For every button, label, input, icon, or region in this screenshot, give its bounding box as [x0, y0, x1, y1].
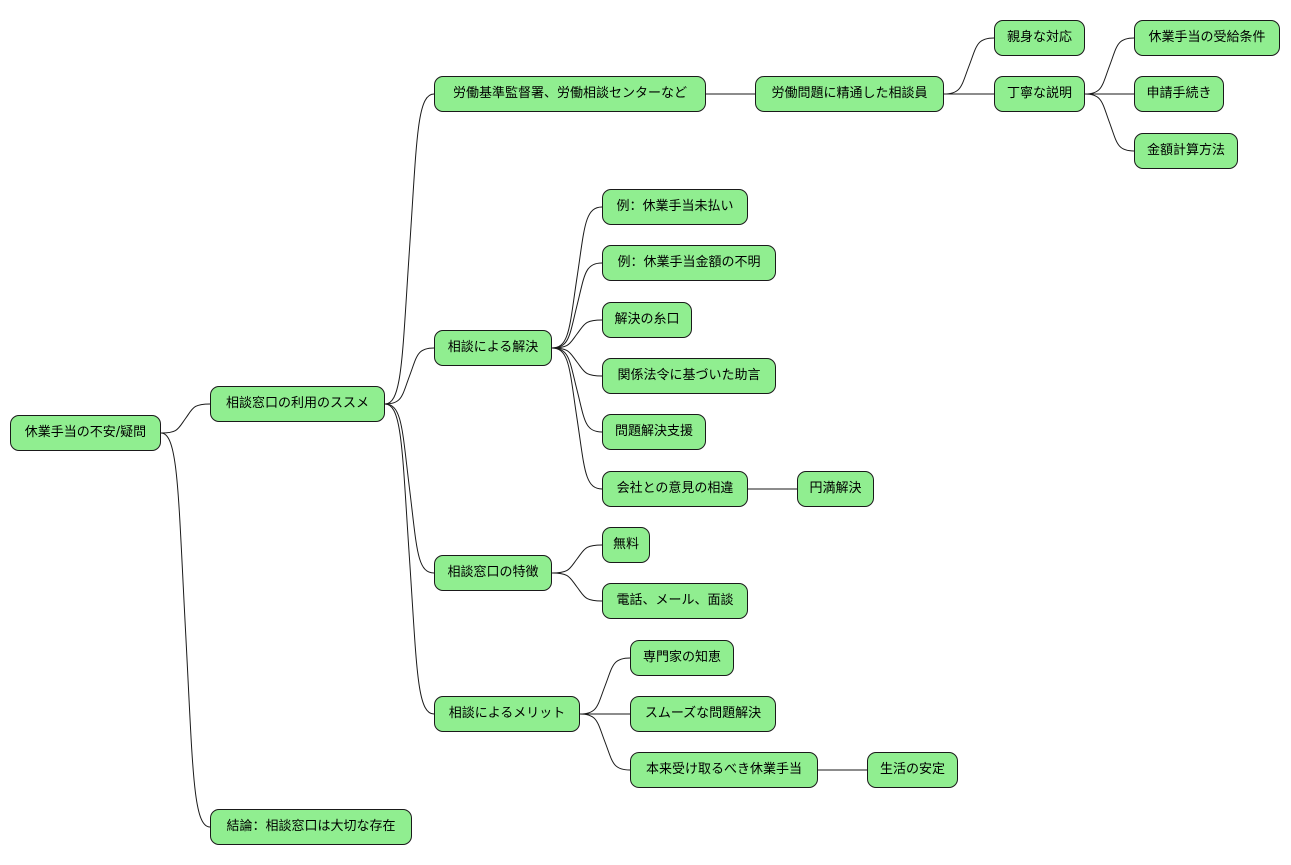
node-stability: 生活の安定: [867, 752, 958, 788]
edge-features-to-channels: [551, 572, 603, 602]
edge-recommend-to-bureau: [384, 93, 435, 405]
node-kind: 親身な対応: [994, 20, 1085, 56]
node-amicable: 円満解決: [797, 471, 874, 507]
node-smooth: スムーズな問題解決: [630, 696, 776, 732]
edge-recommend-to-features: [384, 403, 435, 574]
node-example-amount: 例：休業手当金額の不明: [602, 245, 776, 281]
edge-merits-to-expertise: [579, 657, 631, 715]
edge-counselor-to-kind: [943, 37, 995, 95]
edge-polite-to-conditions: [1084, 37, 1135, 95]
node-example-unpaid: 例：休業手当未払い: [602, 189, 748, 225]
edge-root-to-conclusion: [160, 432, 211, 828]
node-merits: 相談によるメリット: [434, 696, 580, 732]
node-rightful: 本来受け取るべき休業手当: [630, 752, 818, 788]
edge-solve-to-advice: [551, 347, 603, 377]
node-bureau: 労働基準監督署、労働相談センターなど: [434, 76, 706, 112]
node-disagree: 会社との意見の相違: [602, 471, 748, 507]
edge-merits-to-rightful: [579, 713, 631, 771]
node-conclusion: 結論：相談窓口は大切な存在: [210, 809, 412, 845]
node-counselor: 労働問題に精通した相談員: [755, 76, 944, 112]
edge-recommend-to-merits: [384, 403, 435, 715]
node-procedure: 申請手続き: [1134, 76, 1224, 112]
node-conditions: 休業手当の受給条件: [1134, 20, 1280, 56]
node-recommend: 相談窓口の利用のススメ: [210, 386, 385, 422]
edge-solve-to-disagree: [551, 347, 603, 490]
node-support: 問題解決支援: [602, 414, 706, 450]
node-channels: 電話、メール、面談: [602, 583, 748, 619]
node-root: 休業手当の不安/疑問: [10, 415, 161, 451]
node-expertise: 専門家の知恵: [630, 640, 734, 676]
node-clue: 解決の糸口: [602, 302, 692, 338]
node-solve: 相談による解決: [434, 330, 552, 366]
node-features: 相談窓口の特徴: [434, 555, 552, 591]
edge-solve-to-ex-amount: [551, 262, 603, 349]
node-advice: 関係法令に基づいた助言: [602, 358, 776, 394]
node-free: 無料: [602, 527, 650, 563]
node-polite: 丁寧な説明: [994, 76, 1085, 112]
edge-polite-to-calc: [1084, 93, 1135, 152]
edge-root-to-recommend: [160, 403, 211, 434]
edge-recommend-to-solve: [384, 347, 435, 405]
edge-solve-to-clue: [551, 319, 603, 349]
node-calc: 金額計算方法: [1134, 133, 1238, 169]
edge-solve-to-ex-unpaid: [551, 206, 603, 349]
edge-features-to-free: [551, 544, 603, 574]
edge-solve-to-support: [551, 347, 603, 433]
